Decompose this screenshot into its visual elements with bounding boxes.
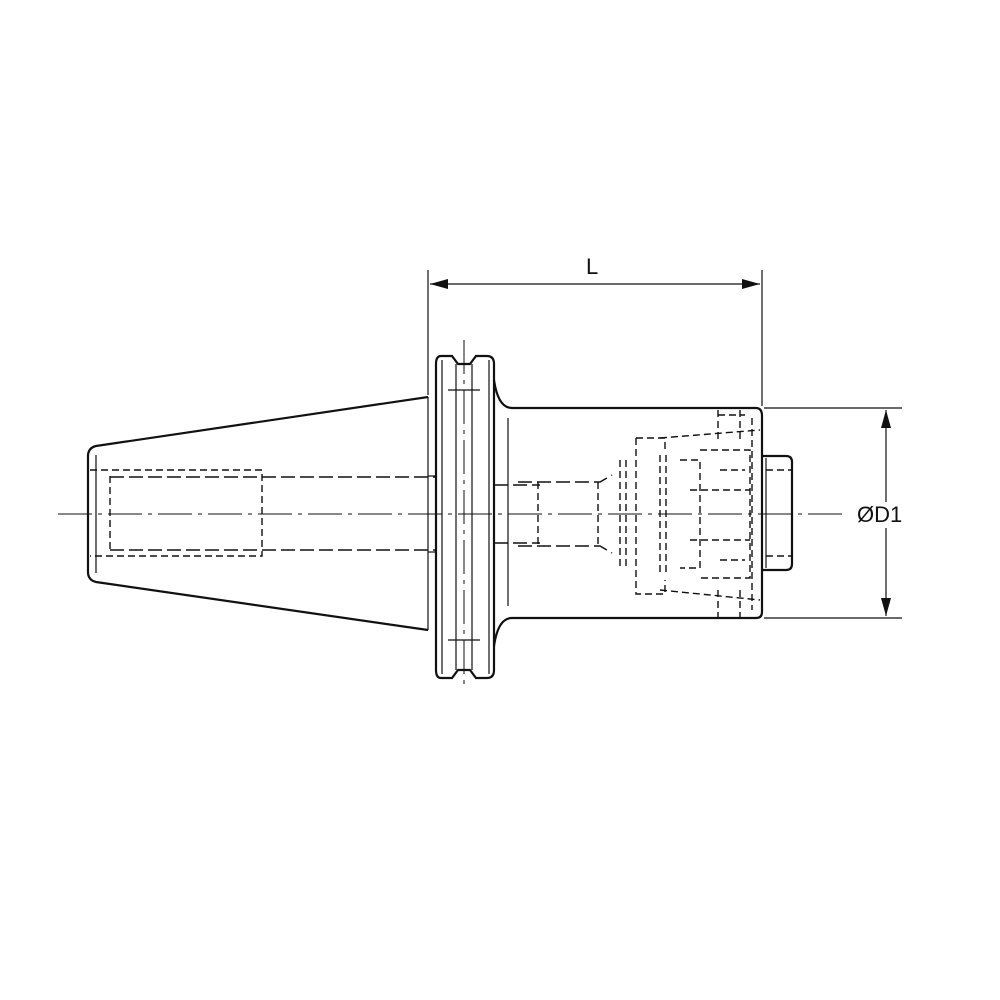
length-dimension xyxy=(427,270,763,406)
length-label: L xyxy=(586,254,599,279)
flange xyxy=(428,354,496,680)
holder-body xyxy=(492,379,764,647)
nose-collet xyxy=(762,454,794,572)
diameter-label: ØD1 xyxy=(857,502,903,528)
taper-shank xyxy=(86,395,436,632)
